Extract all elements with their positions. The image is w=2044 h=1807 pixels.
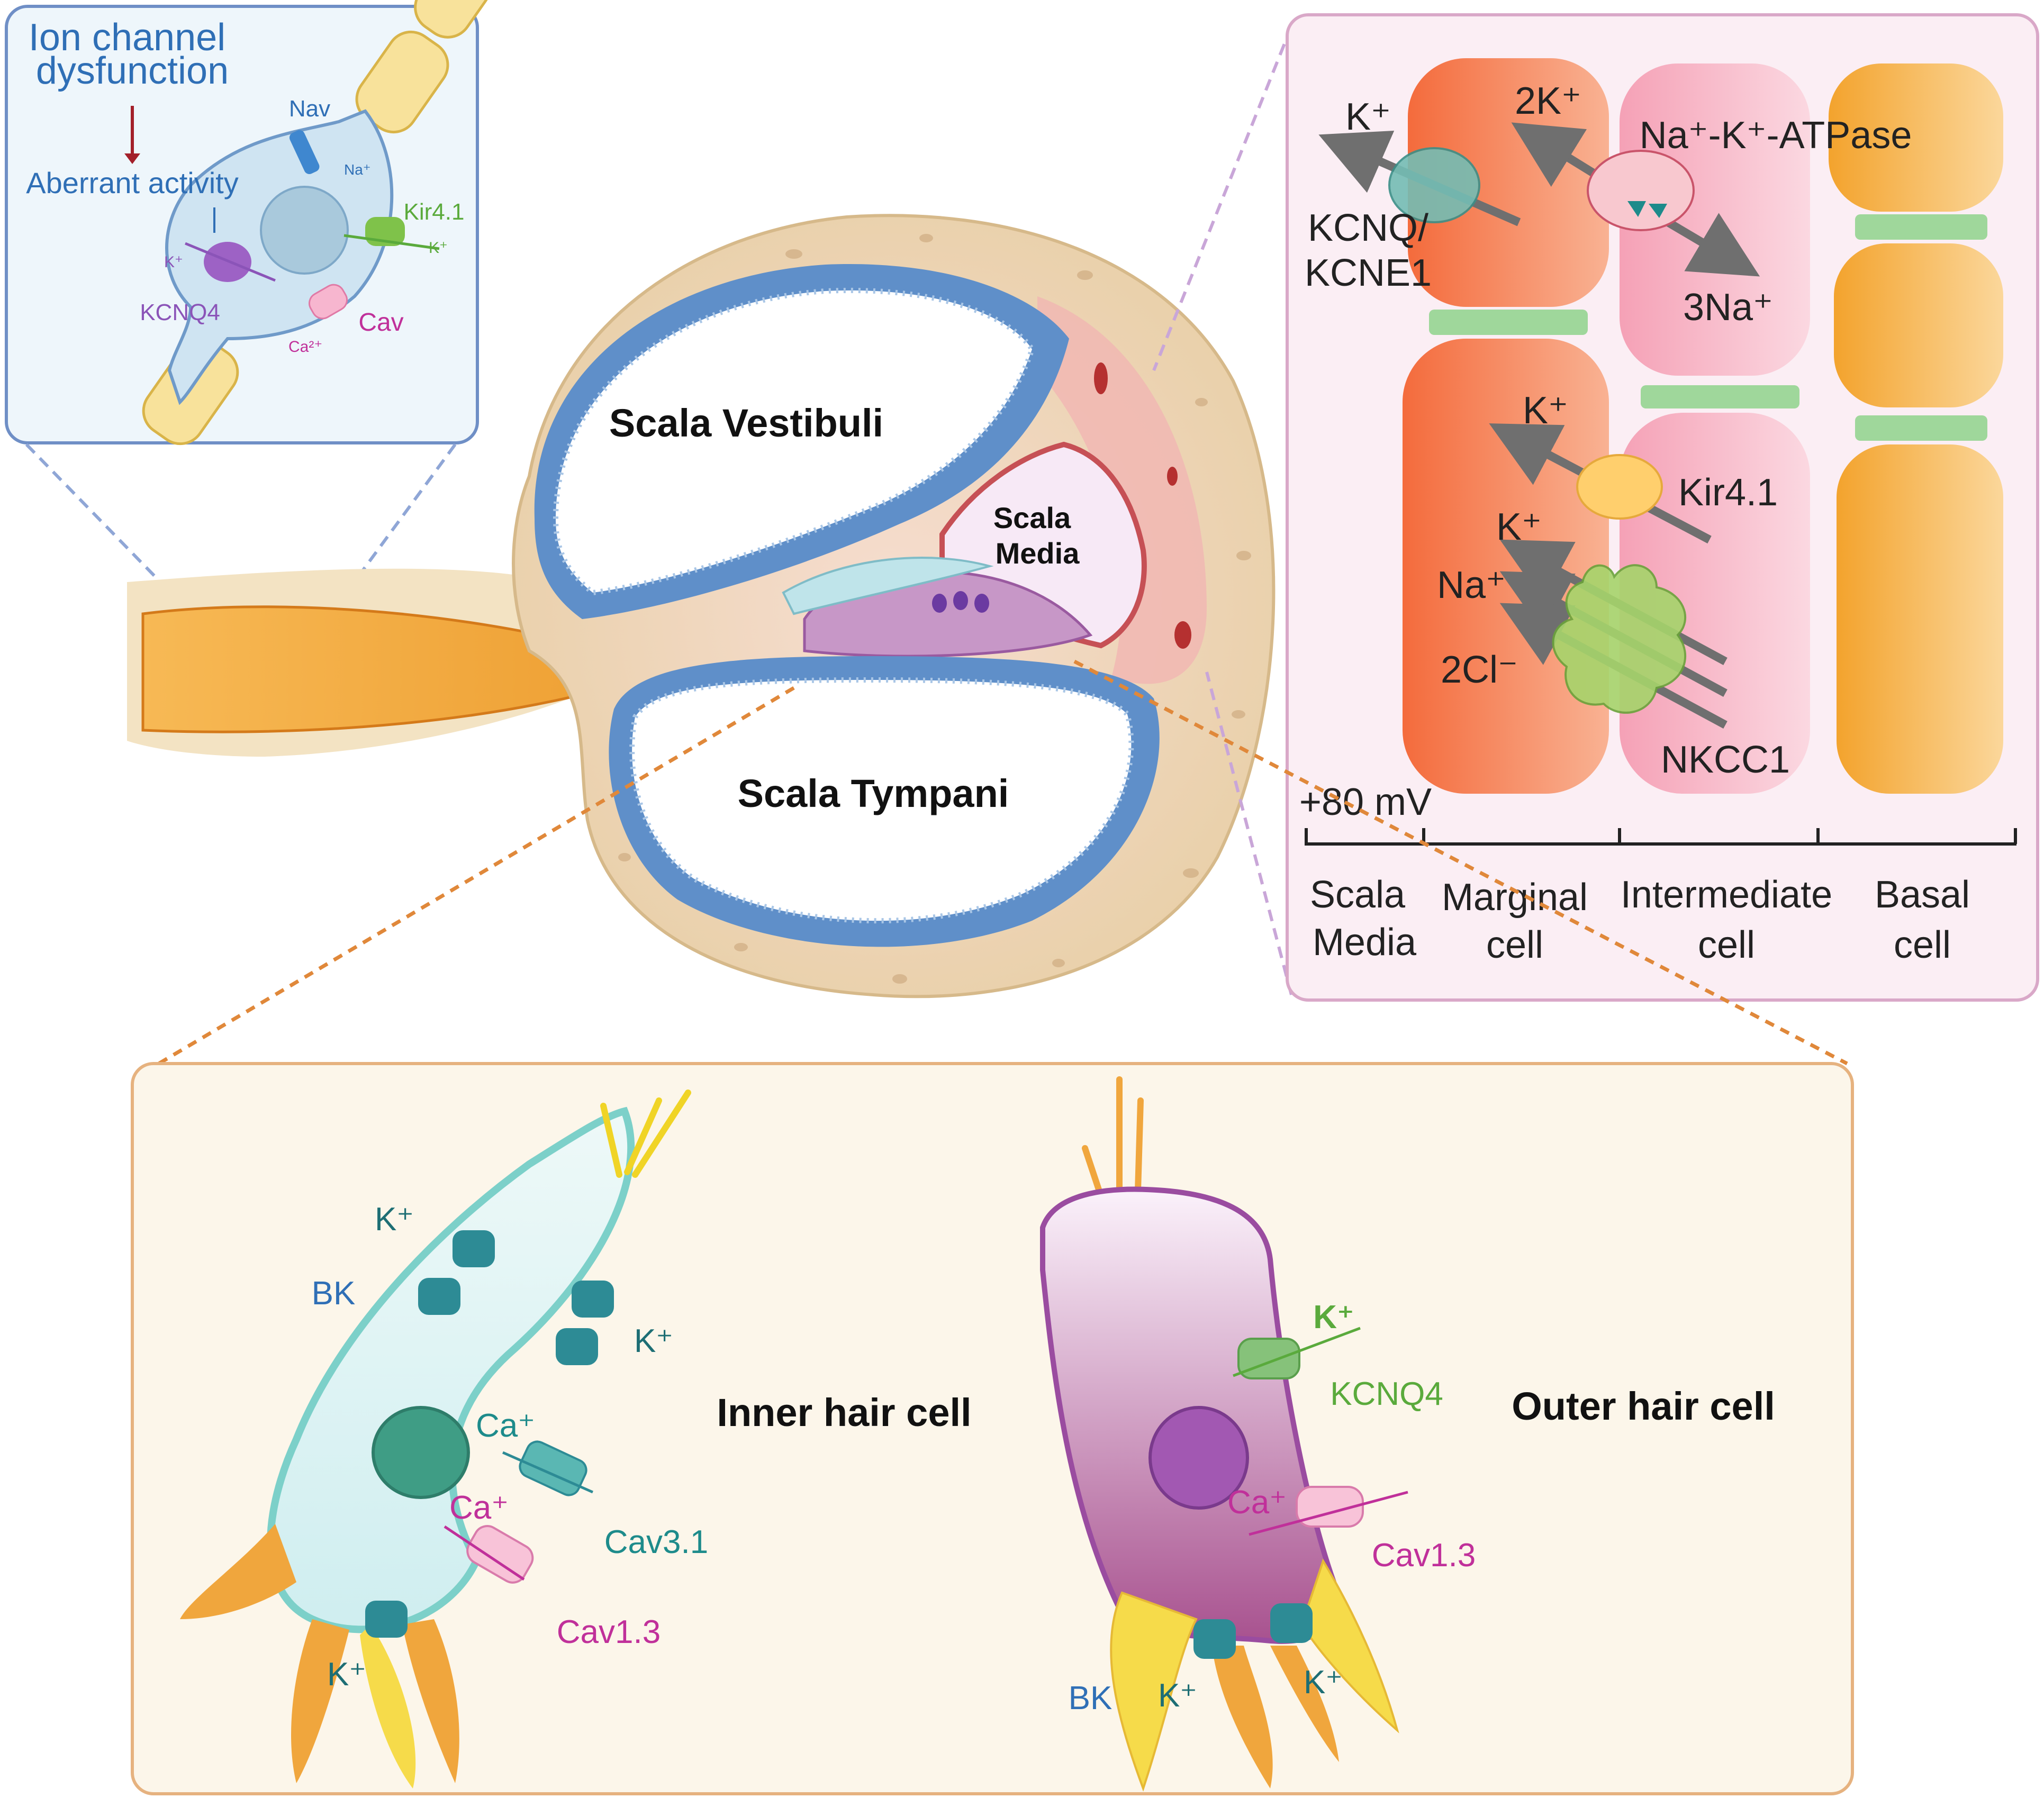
scala-tympani-label: Scala Tympani	[738, 771, 1009, 815]
bk-channel-icons	[365, 1230, 614, 1638]
kcnq-label-line1: KCNQ/	[1308, 207, 1428, 249]
neuron-title-line2: dysfunction	[36, 50, 229, 92]
outer-k-green-label: K⁺	[1313, 1299, 1354, 1336]
haircell-leader-left	[158, 686, 795, 1066]
outer-hair-cell: K⁺ KCNQ4 Ca⁺ Cav1.3 BK K⁺ K⁺ Outer hair …	[1040, 1076, 1775, 1792]
cav13-inner-channel-icon	[466, 1525, 534, 1584]
neuron-title-line1: Ion channel	[29, 16, 225, 59]
scala-tympani	[629, 677, 1134, 924]
ca-inset-label: Ca²⁺	[288, 338, 322, 356]
axis-basal-line1: Basal	[1875, 874, 1970, 916]
stria-inset: K⁺ 2K⁺ Na⁺-K⁺-ATPase KCNQ/ KCNE1 3Na⁺ K⁺…	[1286, 13, 2039, 1002]
neuron-inset: Ion channel dysfunction Aberrant activit…	[5, 0, 491, 446]
kir41-stria-channel-icon	[1576, 454, 1663, 520]
basal-cell-1	[1829, 63, 2003, 212]
cochlea-cross-section: Scala Vestibuli Scala Media Scala Tympan…	[512, 214, 1276, 998]
afferent-terminals	[180, 1524, 459, 1783]
k-right-label: K⁺	[429, 239, 448, 257]
neuron-nucleus	[260, 186, 349, 275]
outer-hair-cell-title: Outer hair cell	[1512, 1384, 1775, 1428]
scala-vestibuli	[553, 287, 1035, 596]
outer-cav13-label: Cav1.3	[1372, 1537, 1476, 1574]
inner-cav31-label: Cav3.1	[604, 1524, 708, 1560]
inner-ca-teal-label: Ca⁺	[476, 1408, 535, 1444]
stria-3na-label: 3Na⁺	[1683, 286, 1773, 329]
axis-marginal-line2: cell	[1486, 924, 1543, 966]
k-left-label: K⁺	[164, 253, 183, 271]
axis-marginal-line1: Marginal	[1442, 876, 1588, 919]
inner-k-top-label: K⁺	[375, 1201, 414, 1238]
marginal-cell-top	[1408, 58, 1609, 307]
scala-media-label-line2: Media	[996, 537, 1080, 570]
nkcc1-cotransporter-icon	[1552, 564, 1687, 714]
outer-bk-label: BK	[1069, 1680, 1113, 1717]
scala-media-label-line1: Scala	[993, 501, 1071, 534]
efferent-terminals	[1110, 1558, 1399, 1792]
axis-scala-media-line2: Media	[1313, 921, 1417, 964]
cav-channel-icon	[309, 284, 348, 320]
aberrant-activity-label: Aberrant activity	[26, 166, 239, 199]
stria-nkcc1-label: NKCC1	[1661, 739, 1790, 781]
stria-atpase-label: Na⁺-K⁺-ATPase	[1640, 114, 1912, 157]
outer-hair-cell-nucleus	[1148, 1406, 1249, 1510]
inner-hair-cell-nucleus	[372, 1406, 470, 1499]
outer-kcnq4-label: KCNQ4	[1330, 1376, 1443, 1412]
axis-scala-media-line1: Scala	[1310, 874, 1406, 916]
outer-k-left-label: K⁺	[1158, 1677, 1197, 1714]
kcnq4-outer-channel-icon	[1237, 1338, 1300, 1379]
outer-stereocilia	[1082, 1076, 1144, 1199]
nav-channel-icon	[289, 130, 320, 175]
stria-cl-nkcc-label: 2Cl⁻	[1441, 649, 1518, 691]
kir41-label: Kir4.1	[404, 199, 465, 225]
stria-leader-bottom	[1205, 671, 1293, 995]
outer-k-right-label: K⁺	[1304, 1664, 1343, 1701]
cav-inset-label: Cav	[358, 308, 403, 337]
inner-ca-pink-label: Ca⁺	[449, 1490, 509, 1526]
tectorial-membrane	[782, 557, 994, 615]
stria-k-kir-label: K⁺	[1523, 389, 1568, 432]
axis-basal-line2: cell	[1894, 924, 1951, 966]
inner-k-right-label: K⁺	[634, 1323, 673, 1359]
stria-na-nkcc-label: Na⁺	[1437, 564, 1506, 606]
outer-ca-label: Ca⁺	[1227, 1484, 1287, 1521]
stria-k-nkcc-label: K⁺	[1496, 506, 1542, 548]
inset-leader-right	[337, 443, 457, 604]
axis-intermediate-line2: cell	[1698, 924, 1755, 966]
inner-stereocilia	[600, 1089, 691, 1178]
kcnq-label-line2: KCNE1	[1305, 252, 1432, 294]
outer-bk-channel-icons	[1193, 1603, 1313, 1659]
inner-bk-label: BK	[312, 1275, 356, 1312]
stria-k-top-label: K⁺	[1345, 96, 1391, 138]
basal-cell-2	[1834, 243, 2003, 407]
nav-label: Nav	[289, 96, 330, 122]
inner-hair-cell-title: Inner hair cell	[717, 1391, 971, 1434]
kcnq4-inset-label: KCNQ4	[140, 299, 220, 325]
stria-leader-top	[1152, 25, 1293, 371]
inner-k-bottom-label: K⁺	[327, 1656, 366, 1693]
na-k-atpase-pump-icon	[1587, 150, 1695, 231]
kcnq-kcne1-channel-icon	[1388, 147, 1480, 223]
axis-intermediate-line1: Intermediate	[1621, 874, 1832, 916]
intermediate-cell-bottom	[1620, 413, 1810, 794]
basal-cell-3	[1837, 444, 2003, 794]
scala-vestibuli-label: Scala Vestibuli	[609, 401, 883, 445]
stria-kir41-label: Kir4.1	[1678, 471, 1778, 514]
inner-hair-cell: K⁺ BK K⁺ Ca⁺ Cav3.1 Ca⁺ Cav1.3 K⁺ Inner …	[180, 1089, 972, 1788]
inner-cav13-label: Cav1.3	[557, 1614, 661, 1650]
stria-2k-label: 2K⁺	[1515, 80, 1581, 122]
hair-cell-panel: K⁺ BK K⁺ Ca⁺ Cav3.1 Ca⁺ Cav1.3 K⁺ Inner …	[131, 1062, 1854, 1795]
na-label: Na⁺	[344, 161, 371, 178]
